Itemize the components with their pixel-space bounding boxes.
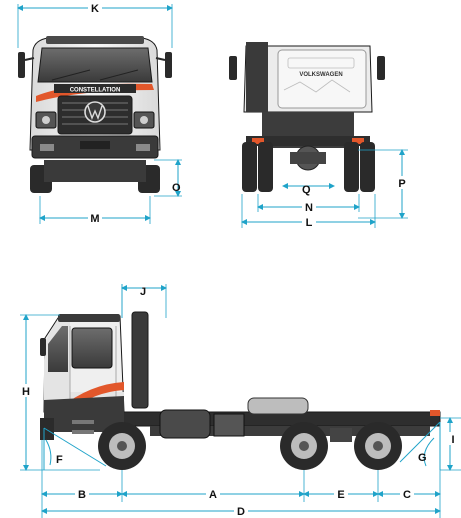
rear-wheel-1-icon (280, 422, 328, 470)
label-D: D (237, 506, 245, 518)
label-O: O (172, 182, 181, 194)
label-B: B (78, 489, 86, 501)
label-I: I (451, 434, 454, 446)
label-F: F (56, 454, 63, 466)
label-E: E (337, 489, 344, 501)
label-A: A (209, 489, 217, 501)
label-K: K (91, 3, 99, 15)
label-C: C (403, 489, 411, 501)
label-G: G (418, 452, 427, 464)
label-Q: Q (302, 184, 311, 196)
front-badge-text: CONSTELLATION (70, 88, 121, 94)
rear-badge-text: VOLKSWAGEN (299, 72, 342, 78)
vw-logo-icon (84, 101, 106, 123)
rear-wheel-2-icon (354, 422, 402, 470)
label-P: P (398, 178, 405, 190)
label-H: H (22, 386, 30, 398)
front-wheel-icon (98, 422, 146, 470)
label-J: J (140, 286, 146, 298)
label-M: M (90, 213, 99, 225)
front-view: CONSTELLATION K (17, 1, 182, 225)
rear-view: VOLKSWAGEN Q N L P (229, 42, 409, 229)
label-N: N (305, 202, 313, 214)
side-view: H J F G I B A (19, 284, 461, 518)
label-L: L (306, 217, 313, 229)
